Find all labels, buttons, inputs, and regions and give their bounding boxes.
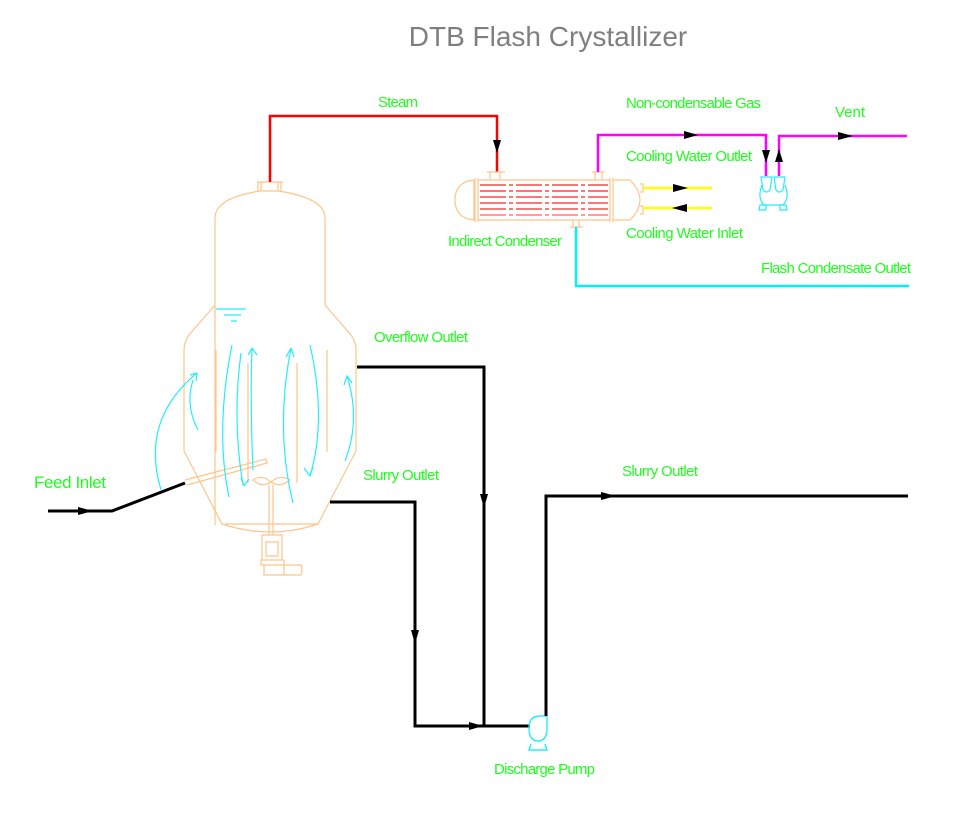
label-feed-inlet: Feed Inlet bbox=[34, 473, 106, 492]
label-non-condensable-gas: Non-condensable Gas bbox=[626, 95, 761, 112]
indirect-condenser bbox=[454, 171, 644, 228]
label-steam: Steam bbox=[378, 94, 418, 111]
label-indirect-condenser: Indirect Condenser bbox=[448, 233, 562, 250]
label-cooling-water-inlet: Cooling Water Inlet bbox=[626, 225, 744, 242]
overflow-outlet-line bbox=[357, 365, 486, 726]
gas-flow-arrow bbox=[684, 131, 698, 139]
slurry-down-arrow bbox=[411, 630, 419, 644]
slurry-to-pump-arrow bbox=[469, 722, 483, 730]
feed-flow-arrow bbox=[78, 507, 93, 515]
label-overflow-outlet: Overflow Outlet bbox=[374, 329, 469, 346]
product-flow-arrow bbox=[601, 492, 616, 500]
label-vent: Vent bbox=[835, 104, 866, 121]
cooling-water-outlet-arrow bbox=[673, 184, 688, 192]
steam-flow-arrow bbox=[493, 140, 501, 153]
dtb-crystallizer-vessel bbox=[183, 181, 357, 576]
gas-to-pump-arrow bbox=[762, 150, 770, 163]
label-slurry-outlet-product: Slurry Outlet bbox=[622, 463, 699, 480]
discharge-pump bbox=[528, 715, 548, 751]
cooling-water-inlet-arrow bbox=[672, 204, 687, 212]
vent-flow-arrow bbox=[838, 132, 853, 140]
label-discharge-pump: Discharge Pump bbox=[494, 761, 595, 778]
slurry-outlet-line bbox=[330, 500, 530, 728]
diagram-title: DTB Flash Crystallizer bbox=[409, 21, 687, 52]
label-cooling-water-outlet: Cooling Water Outlet bbox=[626, 148, 753, 165]
internal-circulation-arrows bbox=[154, 344, 355, 504]
product-slurry-outlet-line bbox=[544, 494, 908, 716]
vent-line bbox=[777, 134, 907, 176]
steam-line bbox=[268, 114, 499, 182]
overflow-flow-arrow bbox=[480, 494, 488, 508]
label-flash-condensate-outlet: Flash Condensate Outlet bbox=[761, 260, 912, 277]
vent-up-arrow bbox=[775, 149, 783, 162]
vacuum-pump bbox=[758, 176, 788, 211]
label-slurry-outlet-vessel: Slurry Outlet bbox=[363, 467, 440, 484]
feed-inlet-line bbox=[48, 481, 186, 513]
flash-condensate-line bbox=[574, 227, 909, 288]
